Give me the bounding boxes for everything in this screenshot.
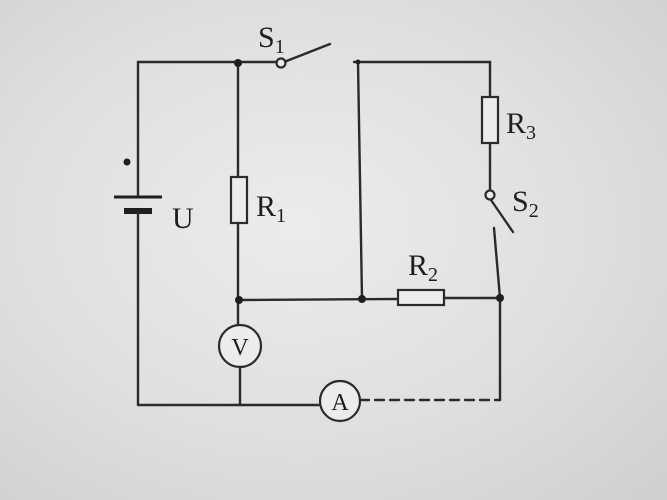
resistor-r2 xyxy=(396,288,446,307)
junction-node-top-left xyxy=(234,59,242,67)
label-s2: S2 xyxy=(512,185,539,222)
wire-s2-to-node xyxy=(492,226,502,300)
battery-positive-mark xyxy=(123,158,131,166)
junction-node-mid-right xyxy=(496,294,504,302)
wire-top-right xyxy=(352,60,492,99)
switch-s2-contact xyxy=(484,189,496,201)
voltmeter-label: V xyxy=(231,335,249,361)
junction-node-top-middle xyxy=(355,59,361,65)
junction-node-mid-center xyxy=(358,295,366,303)
resistor-r3 xyxy=(480,95,500,145)
label-r1: R1 xyxy=(256,190,286,227)
switch-s1-contact xyxy=(275,57,287,69)
ammeter-label: A xyxy=(331,390,349,416)
wire-r2-left xyxy=(236,297,400,302)
wire-middle-vertical xyxy=(356,60,364,301)
label-r3: R3 xyxy=(506,107,536,144)
junction-node-mid-left xyxy=(235,296,243,304)
label-s1: S1 xyxy=(258,21,285,58)
switch-s1-blade xyxy=(282,42,332,64)
label-r2: R2 xyxy=(408,249,438,286)
resistor-r1 xyxy=(229,175,249,225)
switch-s2-blade xyxy=(489,198,515,234)
label-u: U xyxy=(172,202,194,235)
